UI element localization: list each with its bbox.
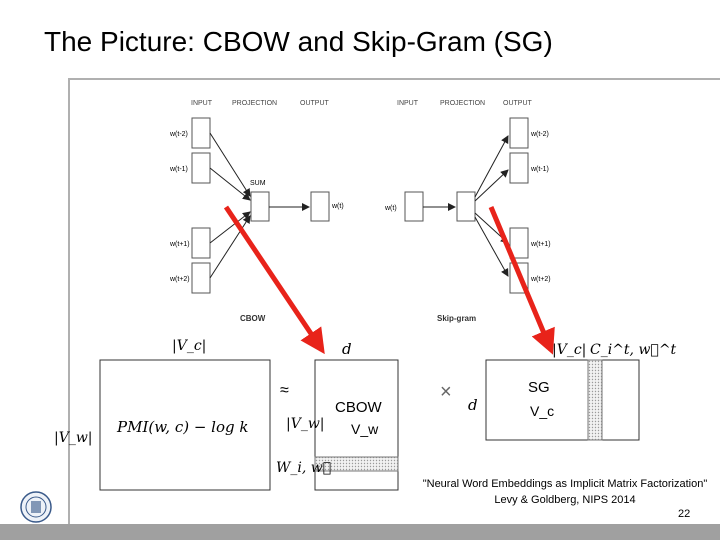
sg-projection-box bbox=[456, 191, 476, 222]
cbow-sum-label: SUM bbox=[250, 180, 266, 187]
pmi-formula: PMI(w, c) − log k bbox=[116, 418, 248, 436]
sg-input-header: INPUT bbox=[397, 100, 419, 107]
cbow-input-label: w(t-2) bbox=[169, 131, 188, 138]
cbow-edge bbox=[209, 132, 251, 197]
cbow-input-label: w(t-1) bbox=[169, 166, 188, 173]
sg-projection-header: PROJECTION bbox=[440, 100, 485, 107]
matrix-factorization: |V_c| |V_w| PMI(w, c) − log k ≈ d |V_w| … bbox=[54, 338, 677, 491]
cbow-input-label: w(t+2) bbox=[169, 276, 190, 283]
highlight-arrows bbox=[223, 205, 555, 355]
cbow-projection-box bbox=[250, 191, 270, 222]
cbow-edge bbox=[209, 167, 251, 201]
cbow-input-label: w(t+1) bbox=[169, 241, 190, 248]
sg-output-box bbox=[509, 152, 529, 184]
cbow-input-box bbox=[191, 227, 211, 259]
d-left-label: d bbox=[468, 396, 478, 414]
cbow-matrix-label: CBOW bbox=[335, 399, 383, 416]
sg-caption: Skip-gram bbox=[437, 314, 476, 323]
citation-line1: "Neural Word Embeddings as Implicit Matr… bbox=[422, 478, 708, 490]
sg-output-label: w(t-2) bbox=[530, 131, 549, 138]
cbow-input-header: INPUT bbox=[191, 100, 213, 107]
red-arrow-sg bbox=[488, 206, 555, 355]
sg-input-label: w(t) bbox=[384, 205, 397, 212]
vw-mid-label: |V_w| bbox=[286, 416, 325, 432]
red-arrow-cbow bbox=[223, 205, 325, 355]
sg-input-box bbox=[404, 191, 424, 222]
cbow-input-box bbox=[191, 152, 211, 184]
cbow-input-box bbox=[191, 262, 211, 294]
context-matrix bbox=[485, 359, 640, 441]
sg-edge bbox=[474, 169, 509, 202]
vw-left-label: |V_w| bbox=[54, 430, 93, 446]
sg-output-header: OUTPUT bbox=[503, 100, 533, 107]
sg-output-label: w(t+2) bbox=[530, 276, 551, 283]
sg-output-box bbox=[509, 227, 529, 259]
pmi-matrix bbox=[99, 359, 271, 491]
cbow-output-box bbox=[310, 191, 330, 222]
sg-edge bbox=[474, 216, 509, 277]
vc-right-label: |V_c| bbox=[552, 342, 586, 358]
word-vector-row bbox=[314, 456, 399, 472]
left-divider bbox=[68, 78, 70, 540]
citation-line2: Levy & Goldberg, NIPS 2014 bbox=[494, 494, 636, 506]
slide-title: The Picture: CBOW and Skip-Gram (SG) bbox=[44, 26, 553, 57]
vc-top-label: |V_c| bbox=[172, 338, 206, 354]
times-symbol: × bbox=[440, 381, 452, 403]
sg-output-label: w(t+1) bbox=[530, 241, 551, 248]
sg-output-box bbox=[509, 117, 529, 149]
approx-symbol: ≈ bbox=[280, 382, 289, 399]
cbow-projection-header: PROJECTION bbox=[232, 100, 277, 107]
ci-label: C_i^t, w⃗^t bbox=[590, 342, 677, 358]
university-seal-icon bbox=[20, 491, 52, 523]
cbow-input-box bbox=[191, 117, 211, 149]
bottom-bar bbox=[0, 524, 720, 540]
page-number: 22 bbox=[678, 508, 691, 520]
vc-sub-label: V_c bbox=[530, 403, 554, 419]
sg-edge bbox=[474, 135, 509, 198]
wi-label: W_i, w⃗ bbox=[276, 460, 331, 476]
top-divider bbox=[68, 78, 720, 80]
citation: "Neural Word Embeddings as Implicit Matr… bbox=[400, 476, 720, 508]
cbow-output-label: w(t) bbox=[331, 203, 344, 210]
sg-output-label: w(t-1) bbox=[530, 166, 549, 173]
sg-matrix-label: SG bbox=[528, 379, 550, 396]
vw-sub-label: V_w bbox=[351, 421, 379, 437]
d-top-label: d bbox=[342, 340, 352, 358]
cbow-edge bbox=[209, 215, 251, 279]
cbow-network: INPUT PROJECTION OUTPUT w(t-2) w(t-1) w(… bbox=[169, 100, 344, 323]
context-vector-column bbox=[587, 359, 603, 441]
cbow-caption: CBOW bbox=[240, 314, 266, 323]
cbow-output-header: OUTPUT bbox=[300, 100, 330, 107]
